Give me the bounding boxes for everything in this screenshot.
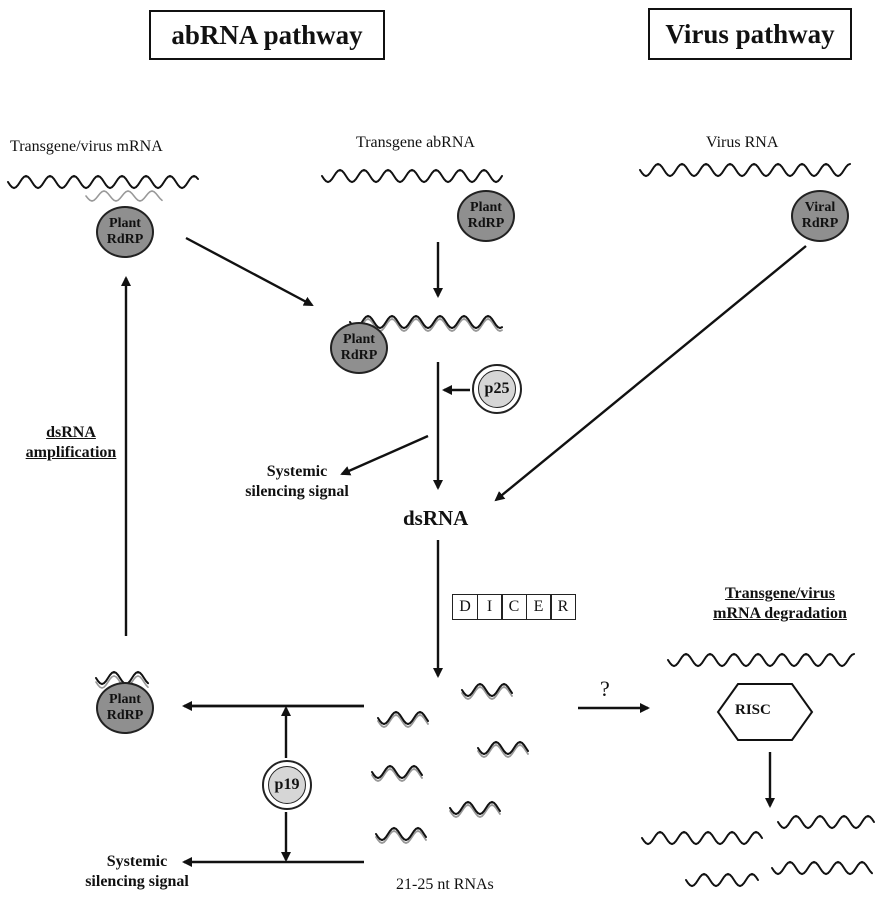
plant-rdrp-top-left: Plant RdRP <box>96 206 154 258</box>
transgene-abrna-strand <box>321 168 503 184</box>
question-mark: ? <box>600 676 610 701</box>
plant-rdrp-top-center: Plant RdRP <box>457 190 515 242</box>
small-rna-duplex-antisense <box>477 744 529 758</box>
transgene-virus-mrna-label: Transgene/virus mRNA <box>10 138 163 155</box>
middle-dsrna-strand-sense <box>349 314 503 330</box>
bottom-left-rna-sense <box>95 670 149 686</box>
dsrna-label: dsRNA <box>403 506 469 530</box>
virus-rna-strand <box>639 162 851 178</box>
degraded-fragment <box>771 860 873 876</box>
systemic-top-line1: Systemic <box>266 463 328 480</box>
small-rna-duplex-antisense <box>461 686 513 700</box>
dicer-letter: E <box>525 594 552 620</box>
small-rna-duplex-sense <box>371 764 423 780</box>
systemic-signal-bottom-label: Systemic silencing signal <box>62 852 212 892</box>
virus-pathway-title: Virus pathway <box>648 8 852 60</box>
plant-rdrp-text-1: Plant <box>109 692 141 707</box>
degraded-fragment <box>777 814 875 830</box>
plant-rdrp-text-2: RdRP <box>106 708 144 723</box>
p25-label: p25 <box>478 370 516 408</box>
small-rna-duplex-sense <box>449 800 501 816</box>
target-mrna-strand <box>667 652 855 668</box>
plant-rdrp-text-1: Plant <box>109 216 141 231</box>
virus-rna-label: Virus RNA <box>706 134 779 151</box>
systemic-bottom-line1: Systemic <box>106 853 168 870</box>
small-rnas-label: 21-25 nt RNAs <box>396 876 494 893</box>
arrow-systemic-top <box>340 434 429 476</box>
dicer-letter: R <box>550 594 576 620</box>
dsrna-amplification-label: dsRNA amplification <box>10 423 132 463</box>
arrow-viral-to-dsrna <box>494 245 807 502</box>
mrna-degradation-label: Transgene/virus mRNA degradation <box>680 584 880 624</box>
small-rna-duplex-sense <box>461 682 513 698</box>
small-rna-duplex-antisense <box>375 830 427 844</box>
plant-rdrp-bottom-left: Plant RdRP <box>96 682 154 734</box>
small-rna-duplex-antisense <box>449 804 501 818</box>
p25-suppressor: p25 <box>472 364 522 414</box>
risc-label: RISC <box>735 702 771 718</box>
dsrna-amp-line2: amplification <box>25 444 117 461</box>
dicer-letter: C <box>501 594 527 620</box>
arrow-rdrp-to-dsrna <box>185 236 314 307</box>
top-left-nascent-strand <box>85 190 163 202</box>
degraded-fragment <box>641 830 763 846</box>
transgene-abrna-label: Transgene abRNA <box>356 134 475 151</box>
plant-rdrp-text-1: Plant <box>343 332 375 347</box>
systemic-signal-top-label: Systemic silencing signal <box>220 462 374 502</box>
degraded-fragment <box>685 872 759 888</box>
viral-rdrp-text-2: RdRP <box>801 216 839 231</box>
dsrna-amp-line1: dsRNA <box>46 424 96 441</box>
plant-rdrp-text-2: RdRP <box>106 232 144 247</box>
degradation-line1: Transgene/virus <box>725 585 835 602</box>
dicer-box: D I C E R <box>452 594 576 620</box>
arrows <box>121 236 814 867</box>
plant-rdrp-text-2: RdRP <box>340 348 378 363</box>
small-rna-duplex-sense <box>375 826 427 842</box>
rna-strands <box>7 162 875 888</box>
dicer-letter: I <box>476 594 503 620</box>
risc-hexagon <box>716 683 814 741</box>
small-rna-duplex-sense <box>377 710 429 726</box>
abrna-pathway-title: abRNA pathway <box>149 10 385 60</box>
plant-rdrp-middle: Plant RdRP <box>330 322 388 374</box>
p19-suppressor: p19 <box>262 760 312 810</box>
viral-rdrp: Viral RdRP <box>791 190 849 242</box>
plant-rdrp-text-2: RdRP <box>467 216 505 231</box>
degradation-line2: mRNA degradation <box>713 605 847 622</box>
systemic-top-line2: silencing signal <box>245 483 349 500</box>
p19-label: p19 <box>268 766 306 804</box>
systemic-bottom-line2: silencing signal <box>85 873 189 890</box>
viral-rdrp-text-1: Viral <box>804 200 836 215</box>
small-rna-duplex-sense <box>477 740 529 756</box>
small-rna-duplex-antisense <box>377 714 429 728</box>
small-rna-duplex-antisense <box>371 768 423 782</box>
transgene-virus-mrna-strand <box>7 174 199 190</box>
dicer-letter: D <box>452 594 478 620</box>
plant-rdrp-text-1: Plant <box>470 200 502 215</box>
